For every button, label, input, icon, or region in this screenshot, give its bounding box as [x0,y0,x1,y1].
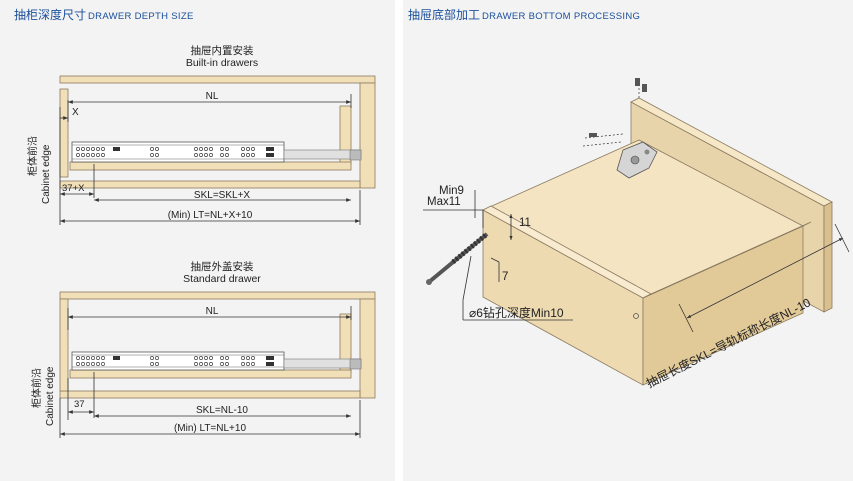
screw-icon [426,232,489,285]
heading-en: DRAWER DEPTH SIZE [88,11,194,22]
min9-label: Min9 [439,185,464,197]
drawer-box [482,97,833,386]
bottom-side-cn: 柜体前沿 [30,368,43,408]
top-side-cn: 柜体前沿 [26,136,39,176]
drawer-depth-diagram: 抽屉内置安装 Built-in drawers [26,44,376,438]
slide-rail-top [71,141,362,163]
dim-11-label: 11 [519,217,531,229]
drawer-bottom-diagram: Min9 Max11 11 7 ⌀6钻孔深度Min10 抽屉长度SKL=导轨标称… [423,78,850,391]
top-title-cn: 抽屉内置安装 [191,44,254,57]
top-nl-label: NL [206,91,219,102]
bottom-lt-label: (Min) LT=NL+10 [174,423,247,434]
dimension-lines-top [59,94,361,225]
dim-7-label: 7 [502,271,508,283]
bottom-nl-label: NL [206,306,219,317]
dimension-lines-bottom [59,306,361,438]
drill-hole-icon [633,313,639,319]
heading-cn: 抽柜深度尺寸 [14,8,87,22]
cabinet-bottom [59,291,376,399]
slide-rail-bottom [71,351,362,371]
top-x-label: X [72,107,79,118]
bottom-37-label: 37 [74,399,85,410]
drill-depth-label: ⌀6钻孔深度Min10 [469,305,564,320]
bottom-title-cn: 抽屉外盖安装 [191,260,254,273]
locking-device-icon [582,78,658,179]
top-lt-label: (Min) LT=NL+X+10 [168,210,253,221]
bottom-title-en: Standard drawer [183,273,261,285]
heading-cn: 抽屉底部加工 [408,8,481,22]
top-37x-label: 37+X [62,183,85,194]
bottom-side-en: Cabinet edge [45,366,56,426]
max11-label: Max11 [427,196,461,208]
heading-en: DRAWER BOTTOM PROCESSING [482,11,641,22]
bottom-skl-label: SKL=NL-10 [196,405,248,416]
dimension-lines-right [423,190,850,333]
top-skl-label: SKL=SKL+X [194,190,250,201]
cabinet-top [59,75,376,189]
top-side-en: Cabinet edge [41,144,52,204]
top-title-en: Built-in drawers [186,57,258,69]
